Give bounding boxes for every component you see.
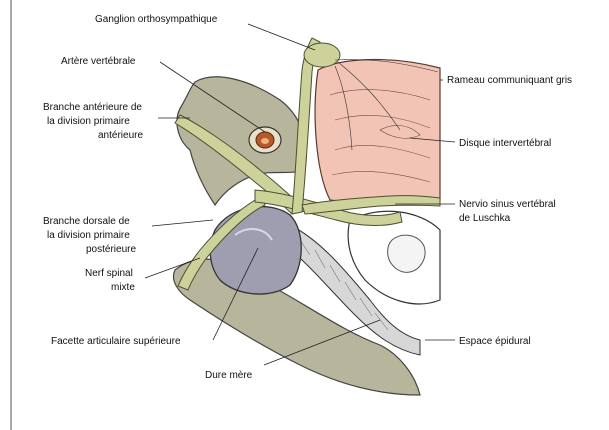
spinal-cord	[388, 235, 425, 272]
label-rameau: Rameau communiquant gris	[447, 75, 572, 86]
label-espace: Espace épidural	[459, 336, 531, 347]
label-dure-mere: Dure mère	[205, 370, 253, 381]
label-nerf-spinal-2: mixte	[111, 282, 135, 293]
label-artere: Artère vertébrale	[61, 56, 136, 67]
label-ganglion: Ganglion orthosympathique	[95, 14, 218, 25]
vertebral-artery	[249, 127, 281, 153]
label-branche-dorsale-3: postérieure	[86, 244, 136, 255]
label-branche-dorsale-2: la division primaire	[47, 230, 130, 241]
label-branche-anterieure-3: antérieure	[98, 130, 143, 141]
label-branche-dorsale-1: Branche dorsale de	[43, 216, 130, 227]
label-nervio-2: de Luschka	[459, 213, 511, 224]
superior-articular-facet	[210, 207, 301, 294]
vertebral-bone-upper	[177, 77, 306, 205]
label-nervio-1: Nervio sinus vertébral	[459, 199, 556, 210]
intervertebral-disc	[315, 60, 440, 204]
label-nerf-spinal-1: Nerf spinal	[85, 268, 133, 279]
label-branche-anterieure-1: Branche antérieure de	[43, 102, 142, 113]
label-disque: Disque intervertébral	[459, 138, 551, 149]
label-facette: Facette articulaire supérieure	[51, 336, 181, 347]
label-branche-anterieure-2: la division primaire	[47, 116, 130, 127]
